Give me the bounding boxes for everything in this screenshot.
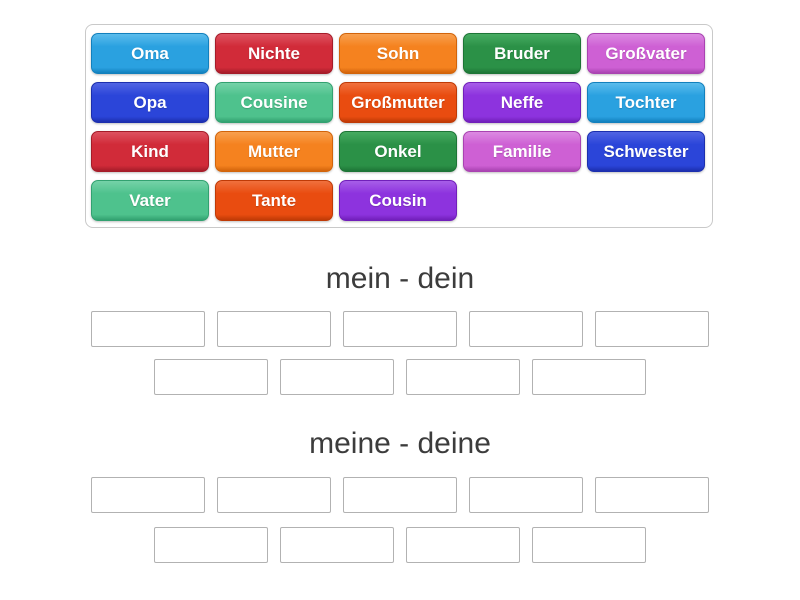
answer-slot[interactable] [595,311,709,347]
answer-slot[interactable] [595,477,709,513]
word-bank-row: Opa Cousine Großmutter Neffe Tochter [91,82,707,123]
word-tile-nichte[interactable]: Nichte [215,33,333,74]
answer-slot[interactable] [343,311,457,347]
word-tile-oma[interactable]: Oma [91,33,209,74]
word-tile-onkel[interactable]: Onkel [339,131,457,172]
word-tile-label: Vater [129,190,171,210]
word-tile-label: Opa [133,92,167,112]
word-tile-tante[interactable]: Tante [215,180,333,221]
word-tile-grossmutter[interactable]: Großmutter [339,82,457,123]
word-tile-familie[interactable]: Familie [463,131,581,172]
word-tile-cousine[interactable]: Cousine [215,82,333,123]
group1-slot-row-2 [0,359,800,395]
group2-slot-row-2 [0,527,800,563]
word-tile-label: Mutter [248,141,300,161]
word-tile-schwester[interactable]: Schwester [587,131,705,172]
group1-slot-row-1 [0,311,800,347]
answer-slot[interactable] [469,477,583,513]
word-tile-opa[interactable]: Opa [91,82,209,123]
word-tile-label: Sohn [376,43,420,63]
word-bank-row: Kind Mutter Onkel Familie Schwester [91,131,707,172]
word-tile-label: Bruder [494,43,550,63]
word-tile-label: Tochter [615,92,677,112]
answer-slot[interactable] [154,359,268,395]
word-tile-tochter[interactable]: Tochter [587,82,705,123]
word-tile-label: Familie [492,141,552,161]
word-tile-bruder[interactable]: Bruder [463,33,581,74]
word-tile-grossvater[interactable]: Großvater [587,33,705,74]
word-tile-label: Onkel [374,141,422,161]
answer-slot[interactable] [154,527,268,563]
answer-slot[interactable] [217,311,331,347]
answer-slot[interactable] [91,311,205,347]
answer-slot[interactable] [406,359,520,395]
word-bank: Oma Nichte Sohn Bruder Großvater Opa Cou… [85,24,713,228]
answer-slot[interactable] [406,527,520,563]
answer-slot[interactable] [532,527,646,563]
word-tile-neffe[interactable]: Neffe [463,82,581,123]
group2-slot-row-1 [0,477,800,513]
word-tile-label: Großmutter [351,92,445,112]
word-tile-mutter[interactable]: Mutter [215,131,333,172]
word-tile-label: Nichte [248,43,300,63]
word-tile-label: Kind [131,141,169,161]
group-title-mein-dein: mein - dein [325,262,475,295]
word-tile-cousin[interactable]: Cousin [339,180,457,221]
word-tile-label: Cousine [240,92,308,112]
word-tile-kind[interactable]: Kind [91,131,209,172]
word-tile-sohn[interactable]: Sohn [339,33,457,74]
word-tile-label: Cousin [369,190,427,210]
word-tile-label: Schwester [603,141,689,161]
word-tile-label: Großvater [605,43,687,63]
answer-slot[interactable] [280,359,394,395]
answer-slot[interactable] [217,477,331,513]
word-tile-label: Oma [131,43,169,63]
answer-slot[interactable] [343,477,457,513]
answer-slot[interactable] [280,527,394,563]
word-bank-row: Vater Tante Cousin [91,180,707,221]
word-tile-label: Tante [251,190,297,210]
answer-slot[interactable] [91,477,205,513]
answer-slot[interactable] [532,359,646,395]
word-tile-vater[interactable]: Vater [91,180,209,221]
group-title-meine-deine: meine - deine [309,427,491,460]
word-tile-label: Neffe [500,92,544,112]
word-bank-row: Oma Nichte Sohn Bruder Großvater [91,33,707,74]
answer-slot[interactable] [469,311,583,347]
